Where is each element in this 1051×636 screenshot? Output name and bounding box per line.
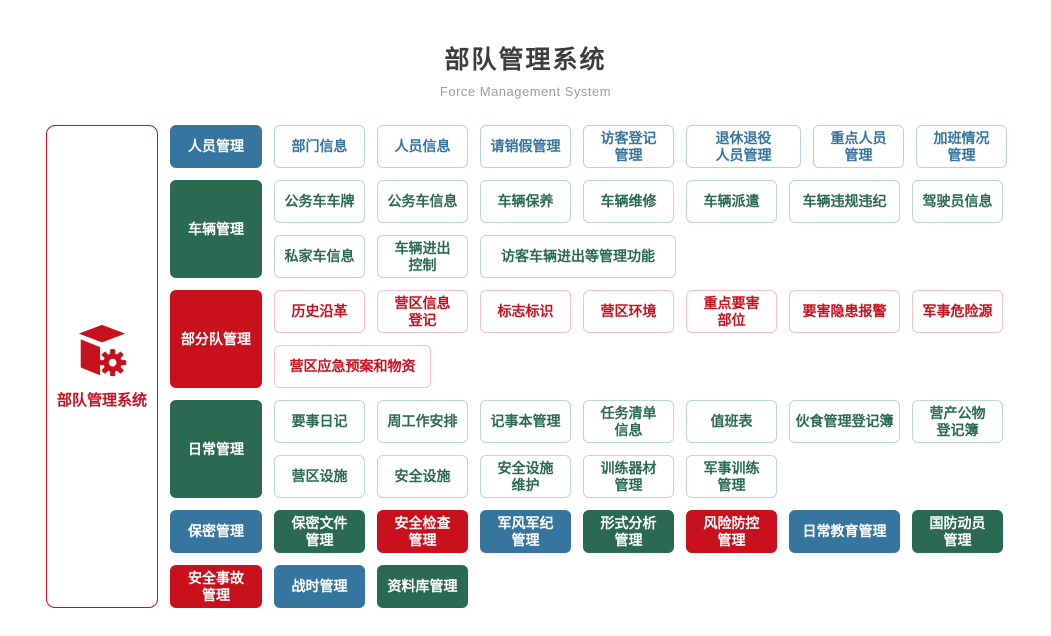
node-line: 保密文件 管理安全检查 管理军风军纪 管理形式分析 管理风险防控 管理日常教育管… — [274, 510, 1003, 553]
feature-node: 营区信息 登记 — [377, 290, 468, 333]
diagram: 部队管理系统 人员管理部门信息人员信息请销假管理访客登记 管理退休退役 人员管理… — [46, 125, 1051, 608]
feature-node: 退休退役 人员管理 — [686, 125, 801, 168]
feature-node: 公务车车牌 — [274, 180, 365, 223]
category-row: 车辆管理公务车车牌公务车信息车辆保养车辆维修车辆派遣车辆违规违纪驾驶员信息私家车… — [170, 180, 1007, 278]
category-row: 安全事故 管理战时管理资料库管理 — [170, 565, 1007, 608]
feature-node: 风险防控 管理 — [686, 510, 777, 553]
category-lines: 公务车车牌公务车信息车辆保养车辆维修车辆派遣车辆违规违纪驾驶员信息私家车信息车辆… — [274, 180, 1003, 278]
cube-gear-icon — [78, 324, 127, 377]
feature-node: 安全设施 维护 — [480, 455, 571, 498]
feature-node: 值班表 — [686, 400, 777, 443]
feature-node: 形式分析 管理 — [583, 510, 674, 553]
feature-node: 军风军纪 管理 — [480, 510, 571, 553]
feature-node: 安全设施 — [377, 455, 468, 498]
category-row: 保密管理保密文件 管理安全检查 管理军风军纪 管理形式分析 管理风险防控 管理日… — [170, 510, 1007, 553]
feature-node: 车辆保养 — [480, 180, 571, 223]
category-box: 车辆管理 — [170, 180, 262, 278]
feature-node: 周工作安排 — [377, 400, 468, 443]
root-node-label: 部队管理系统 — [56, 392, 147, 409]
feature-node: 资料库管理 — [377, 565, 468, 608]
feature-node: 加班情况 管理 — [916, 125, 1007, 168]
category-box: 人员管理 — [170, 125, 262, 168]
feature-node: 历史沿革 — [274, 290, 365, 333]
feature-node: 请销假管理 — [480, 125, 571, 168]
feature-node: 军事训练 管理 — [686, 455, 777, 498]
feature-node: 车辆维修 — [583, 180, 674, 223]
feature-node: 营区设施 — [274, 455, 365, 498]
category-row: 部分队管理历史沿革营区信息 登记标志标识营区环境重点要害 部位要害隐患报警军事危… — [170, 290, 1007, 388]
feature-node: 训练器材 管理 — [583, 455, 674, 498]
feature-node: 任务清单 信息 — [583, 400, 674, 443]
rows-container: 人员管理部门信息人员信息请销假管理访客登记 管理退休退役 人员管理重点人员 管理… — [170, 125, 1007, 608]
feature-node: 军事危险源 — [912, 290, 1003, 333]
feature-node: 要事日记 — [274, 400, 365, 443]
feature-node: 车辆派遣 — [686, 180, 777, 223]
node-line: 私家车信息车辆进出 控制访客车辆进出等管理功能 — [274, 235, 1003, 278]
feature-node: 安全事故 管理 — [170, 565, 262, 608]
category-row: 日常管理要事日记周工作安排记事本管理任务清单 信息值班表伙食管理登记簿营产公物 … — [170, 400, 1007, 498]
category-lines: 历史沿革营区信息 登记标志标识营区环境重点要害 部位要害隐患报警军事危险源营区应… — [274, 290, 1003, 388]
category-lines: 要事日记周工作安排记事本管理任务清单 信息值班表伙食管理登记簿营产公物 登记簿营… — [274, 400, 1003, 498]
feature-node: 访客车辆进出等管理功能 — [480, 235, 676, 278]
category-lines: 安全事故 管理战时管理资料库管理 — [170, 565, 468, 608]
feature-node: 营产公物 登记簿 — [912, 400, 1003, 443]
feature-node: 日常教育管理 — [789, 510, 900, 553]
feature-node: 标志标识 — [480, 290, 571, 333]
category-box: 日常管理 — [170, 400, 262, 498]
category-box: 保密管理 — [170, 510, 262, 553]
feature-node: 保密文件 管理 — [274, 510, 365, 553]
page-header: 部队管理系统 Force Management System — [0, 0, 1051, 99]
feature-node: 部门信息 — [274, 125, 365, 168]
category-lines: 保密文件 管理安全检查 管理军风军纪 管理形式分析 管理风险防控 管理日常教育管… — [274, 510, 1003, 553]
node-line: 安全事故 管理战时管理资料库管理 — [170, 565, 468, 608]
feature-node: 人员信息 — [377, 125, 468, 168]
node-line: 营区设施安全设施安全设施 维护训练器材 管理军事训练 管理 — [274, 455, 1003, 498]
node-line: 营区应急预案和物资 — [274, 345, 1003, 388]
category-box: 部分队管理 — [170, 290, 262, 388]
feature-node: 伙食管理登记簿 — [789, 400, 900, 443]
feature-node: 车辆违规违纪 — [789, 180, 900, 223]
node-line: 历史沿革营区信息 登记标志标识营区环境重点要害 部位要害隐患报警军事危险源 — [274, 290, 1003, 333]
node-line: 公务车车牌公务车信息车辆保养车辆维修车辆派遣车辆违规违纪驾驶员信息 — [274, 180, 1003, 223]
page-subtitle: Force Management System — [439, 84, 612, 99]
node-line: 要事日记周工作安排记事本管理任务清单 信息值班表伙食管理登记簿营产公物 登记簿 — [274, 400, 1003, 443]
feature-node: 私家车信息 — [274, 235, 365, 278]
feature-node: 安全检查 管理 — [377, 510, 468, 553]
feature-node: 国防动员 管理 — [912, 510, 1003, 553]
category-lines: 部门信息人员信息请销假管理访客登记 管理退休退役 人员管理重点人员 管理加班情况… — [274, 125, 1007, 168]
feature-node: 驾驶员信息 — [912, 180, 1003, 223]
feature-node: 营区应急预案和物资 — [274, 345, 431, 388]
feature-node: 记事本管理 — [480, 400, 571, 443]
root-node: 部队管理系统 — [46, 125, 158, 608]
feature-node: 重点人员 管理 — [813, 125, 904, 168]
feature-node: 车辆进出 控制 — [377, 235, 468, 278]
feature-node: 战时管理 — [274, 565, 365, 608]
feature-node: 访客登记 管理 — [583, 125, 674, 168]
feature-node: 公务车信息 — [377, 180, 468, 223]
category-row: 人员管理部门信息人员信息请销假管理访客登记 管理退休退役 人员管理重点人员 管理… — [170, 125, 1007, 168]
feature-node: 重点要害 部位 — [686, 290, 777, 333]
page-title: 部队管理系统 — [444, 46, 607, 74]
node-line: 部门信息人员信息请销假管理访客登记 管理退休退役 人员管理重点人员 管理加班情况… — [274, 125, 1007, 168]
feature-node: 要害隐患报警 — [789, 290, 900, 333]
feature-node: 营区环境 — [583, 290, 674, 333]
